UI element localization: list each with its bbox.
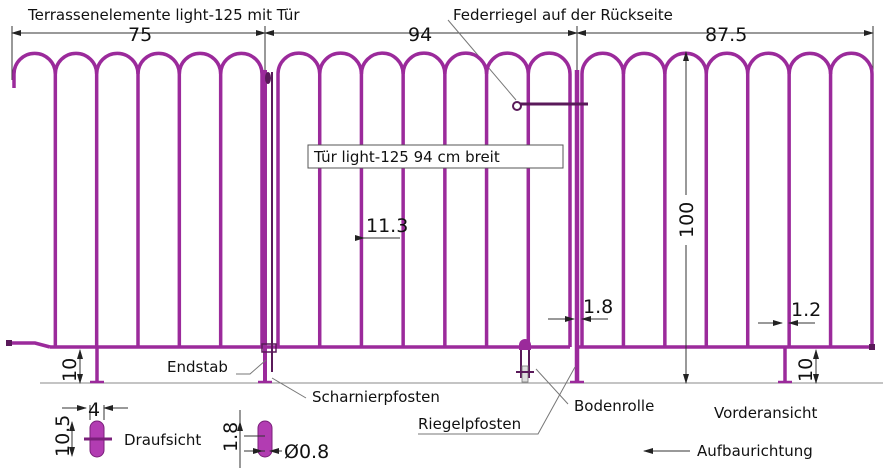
hinge-post-leader <box>271 377 307 399</box>
foot-height-right-dimension: 10 <box>795 349 819 384</box>
hinge-icon <box>265 72 271 84</box>
foot-height-left-dimension: 10 <box>59 349 83 384</box>
drawing-title: Terrassenelemente light-125 mit Tür <box>27 6 300 24</box>
dim-top-view-length: 10.5 <box>52 415 74 457</box>
right-end-cap <box>869 344 875 350</box>
bar-spacing-dimension: 11.3 <box>355 215 408 241</box>
door-arch <box>317 51 364 75</box>
latch-post-label: Riegelpfosten <box>418 415 521 433</box>
right-element-arch <box>787 51 833 75</box>
top-view-label: Draufsicht <box>124 431 201 449</box>
front-view-label: Vorderansicht <box>714 404 818 422</box>
door-arch <box>526 51 572 75</box>
floor-roller-cap <box>519 339 531 345</box>
end-bar-label: Endstab <box>167 358 228 376</box>
left-element-arch <box>136 51 182 75</box>
right-element-arch <box>704 51 750 75</box>
left-element-arch <box>177 51 223 75</box>
door-label-box <box>307 144 564 169</box>
floor-roller-housing <box>519 345 531 350</box>
height-dimension: 100 <box>674 51 698 384</box>
dim-foot-right: 10 <box>795 358 817 382</box>
floor-roller-wheel-icon <box>521 365 529 383</box>
right-element-arch <box>745 51 791 75</box>
dim-bar-width: 1.2 <box>791 299 821 321</box>
floor-roller-leader <box>535 368 569 405</box>
dim-foot-left: 10 <box>59 358 81 382</box>
left-element-arch <box>53 51 99 75</box>
left-element-arch <box>12 51 58 75</box>
end-bar-leader <box>236 359 267 375</box>
door-arch <box>401 51 447 75</box>
build-direction-label: Aufbaurichtung <box>697 442 813 460</box>
dim-section-left: 75 <box>128 24 152 46</box>
door-label: Tür light-125 94 cm breit <box>313 148 500 166</box>
bar-width-dimension: 1.2 <box>758 299 821 326</box>
right-element-arch <box>621 51 667 75</box>
right-element-arch <box>828 51 874 75</box>
floor-roller-label: Bodenrolle <box>574 397 654 415</box>
dim-section-right: 87.5 <box>705 24 747 46</box>
right-element-arch <box>580 51 626 75</box>
door-arch <box>443 51 489 75</box>
door-arch <box>276 51 322 75</box>
door-arch <box>484 51 531 75</box>
top-dimension: 75 94 87.5 <box>11 24 874 80</box>
fence <box>6 51 875 384</box>
latch-post-leader <box>418 366 576 435</box>
top-view: 4 10.5 Draufsicht 1.8 Ø0.8 <box>52 399 329 468</box>
dim-bar-spacing: 11.3 <box>366 215 408 237</box>
dim-height: 100 <box>676 202 698 238</box>
dim-hole-offset: 1.8 <box>220 422 242 452</box>
door-arch <box>359 51 405 75</box>
build-direction: Aufbaurichtung <box>643 442 813 460</box>
dim-post-width: 1.8 <box>583 296 613 318</box>
end-bar-cap <box>6 340 12 346</box>
hinge-bottom-icon <box>261 343 277 353</box>
end-bar-extension <box>8 341 51 349</box>
dim-section-door: 94 <box>408 24 432 46</box>
hinge-post-label: Scharnierpfosten <box>312 388 440 406</box>
left-element-arch <box>218 51 264 75</box>
post-width-dimension: 1.8 <box>548 296 613 322</box>
spring-latch-label: Federriegel auf der Rückseite <box>453 6 673 24</box>
dim-hole-diameter: Ø0.8 <box>284 441 329 463</box>
left-element-arch <box>94 51 140 75</box>
spring-latch-ring-icon <box>512 101 522 111</box>
dim-top-view-width: 4 <box>88 399 100 421</box>
top-view-hole-shape <box>257 420 273 458</box>
